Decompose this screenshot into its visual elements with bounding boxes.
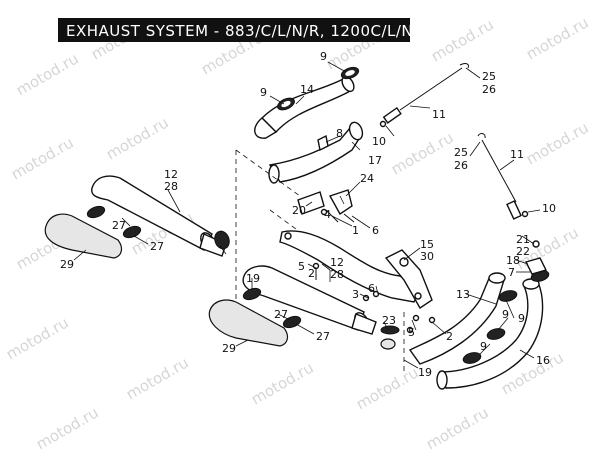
oxygen-sensor-lower bbox=[477, 133, 529, 220]
clamp-upper-left bbox=[277, 97, 295, 111]
callout-label: 3 bbox=[352, 288, 359, 301]
guide-line bbox=[235, 149, 301, 197]
gasket-23 bbox=[380, 325, 400, 350]
watermark: motod.ru bbox=[123, 353, 192, 403]
callout-label: 22 bbox=[516, 245, 530, 258]
callout-label: 5 bbox=[408, 326, 415, 339]
callout-label: 30 bbox=[420, 250, 434, 263]
title-bar bbox=[58, 18, 410, 42]
callout-label: 6 bbox=[372, 224, 379, 237]
callout-label: 10 bbox=[372, 135, 386, 148]
watermark: motod.ru bbox=[33, 403, 102, 453]
clamp-upper-right bbox=[340, 66, 360, 80]
callout-label: 29 bbox=[60, 258, 74, 271]
guide-line bbox=[269, 209, 301, 233]
callout-label: 12 bbox=[330, 256, 344, 269]
callout-label: 11 bbox=[432, 108, 446, 121]
watermark: motod.ru bbox=[423, 403, 492, 453]
callout-label: 26 bbox=[482, 83, 496, 96]
callout-label: 25 bbox=[454, 146, 468, 159]
leader-lines bbox=[73, 61, 541, 369]
front-lower-header bbox=[436, 278, 544, 390]
callout-label: 14 bbox=[300, 83, 314, 96]
lower-muffler bbox=[242, 265, 377, 335]
watermark: motod.ru bbox=[248, 358, 317, 408]
crossover-bracket bbox=[279, 230, 433, 309]
callout-label: 4 bbox=[324, 208, 331, 221]
rear-lower-header bbox=[408, 272, 506, 365]
callout-labels: 9 9 14 25 26 11 8 10 17 25 26 11 12 28 2… bbox=[60, 50, 556, 379]
callout-label: 19 bbox=[246, 272, 260, 285]
callout-label: 27 bbox=[274, 308, 288, 321]
callout-label: 6 bbox=[368, 282, 375, 295]
callout-label: 18 bbox=[506, 254, 520, 267]
callout-label: 21 bbox=[516, 233, 530, 246]
callout-label: 24 bbox=[360, 172, 374, 185]
callout-label: 27 bbox=[316, 330, 330, 343]
callout-label: 13 bbox=[456, 288, 470, 301]
callout-label: 28 bbox=[330, 268, 344, 281]
callout-label: 2 bbox=[308, 267, 315, 280]
shield-clip bbox=[317, 134, 329, 152]
callout-label: 9 bbox=[320, 50, 327, 63]
callout-label: 27 bbox=[150, 240, 164, 253]
clamp-lower-muffler bbox=[242, 287, 302, 329]
callout-label: 29 bbox=[222, 342, 236, 355]
page-title: EXHAUST SYSTEM - 883/C/L/N/R, 1200C/L/N bbox=[66, 22, 413, 40]
upper-muffler bbox=[91, 175, 227, 257]
watermark: motod.ru bbox=[3, 313, 72, 363]
callout-label: 26 bbox=[454, 159, 468, 172]
callout-label: 12 bbox=[164, 168, 178, 181]
callout-label: 9 bbox=[518, 312, 525, 325]
callout-label: 19 bbox=[418, 366, 432, 379]
callout-label: 15 bbox=[420, 238, 434, 251]
callout-label: 2 bbox=[446, 330, 453, 343]
lower-muffler-tip bbox=[208, 299, 289, 347]
clamp-upper-muffler bbox=[86, 205, 230, 250]
callout-label: 16 bbox=[536, 354, 550, 367]
watermark: motod.ru bbox=[523, 118, 592, 168]
watermark: motod.ru bbox=[8, 133, 77, 183]
callout-label: 5 bbox=[298, 260, 305, 273]
callout-label: 23 bbox=[382, 314, 396, 327]
callout-label: 28 bbox=[164, 180, 178, 193]
watermark: motod.ru bbox=[428, 15, 497, 65]
watermark: motod.ru bbox=[388, 128, 457, 178]
callout-label: 9 bbox=[502, 308, 509, 321]
oxygen-sensor-upper bbox=[379, 63, 469, 128]
callout-label: 25 bbox=[482, 70, 496, 83]
watermark: motod.ru bbox=[13, 49, 82, 99]
callout-label: 27 bbox=[112, 219, 126, 232]
callout-label: 11 bbox=[510, 148, 524, 161]
callout-label: 1 bbox=[352, 224, 359, 237]
callout-label: 9 bbox=[260, 86, 267, 99]
watermark: motod.ru bbox=[353, 363, 422, 413]
front-header-pipe bbox=[268, 121, 364, 184]
callout-label: 7 bbox=[508, 266, 515, 279]
watermark: motod.ru bbox=[103, 113, 172, 163]
clip-18 bbox=[524, 257, 548, 275]
callout-label: 9 bbox=[480, 340, 487, 353]
watermark: motod.ru bbox=[523, 13, 592, 63]
callout-label: 20 bbox=[292, 204, 306, 217]
callout-label: 8 bbox=[336, 127, 343, 140]
lower-clamps bbox=[462, 270, 550, 364]
upper-muffler-tip bbox=[44, 213, 123, 259]
callout-label: 17 bbox=[368, 154, 382, 167]
callout-label: 10 bbox=[542, 202, 556, 215]
